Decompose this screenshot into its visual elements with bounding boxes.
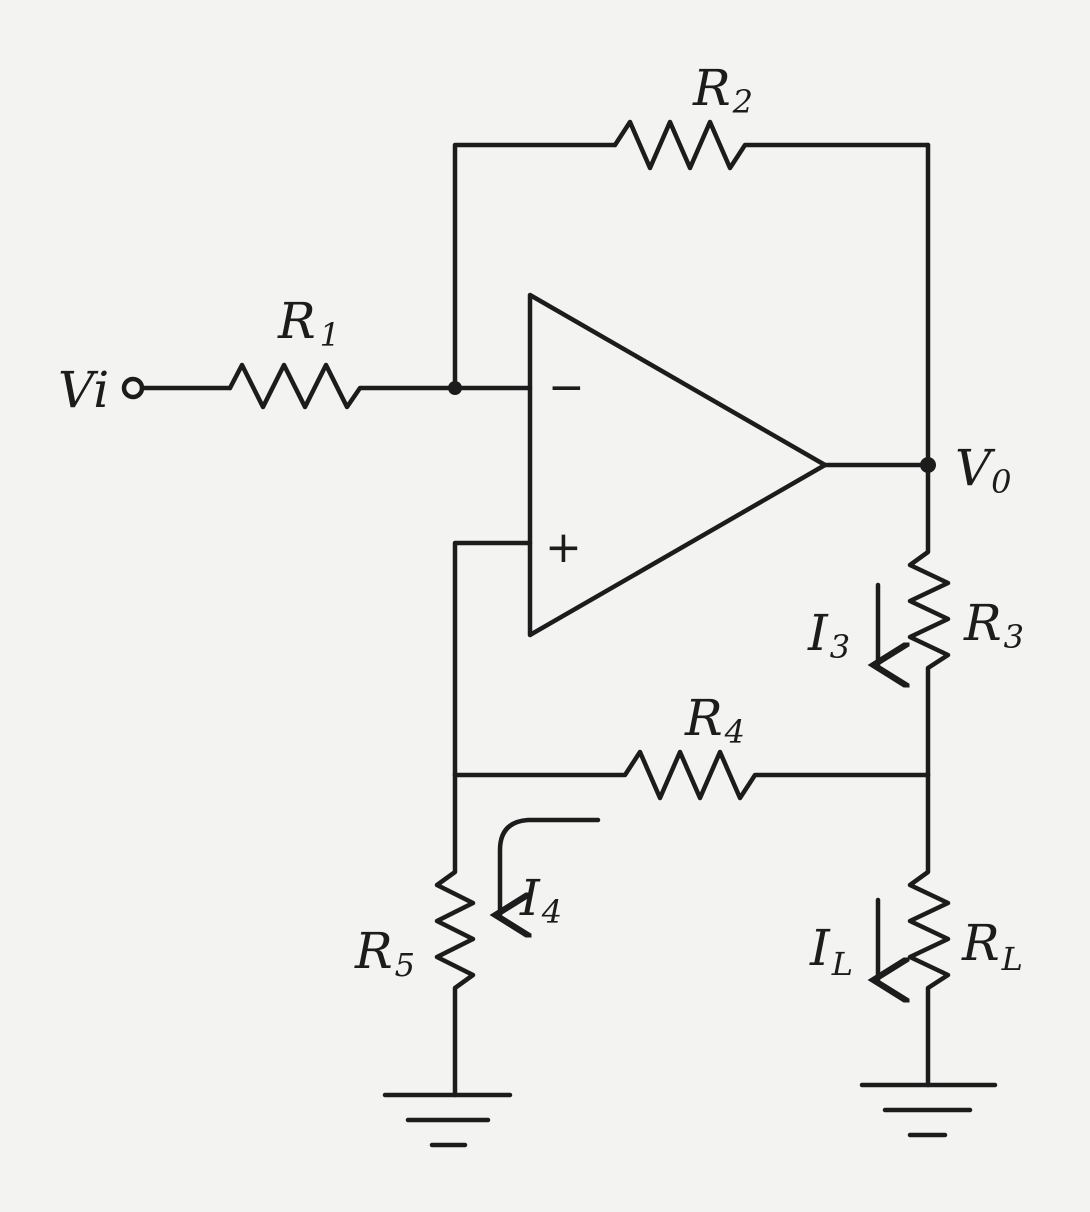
feedback-wire-left <box>452 142 618 391</box>
label-r4: R4 <box>684 689 745 751</box>
resistor-r2 <box>612 119 931 171</box>
ground-symbol-left <box>382 1092 513 1148</box>
arrow-i4 <box>500 817 601 915</box>
label-i3: I3 <box>807 604 850 666</box>
resistor-r4 <box>452 749 931 801</box>
label-r3: R3 <box>963 594 1024 656</box>
ground-symbol-right <box>859 1082 998 1138</box>
label-vi: Vi <box>58 361 109 419</box>
opamp-plus-sign: + <box>545 522 582 573</box>
input-terminal <box>121 376 145 400</box>
opamp-triangle <box>527 292 828 638</box>
resistor-rl <box>907 772 951 1088</box>
noninverting-wire <box>452 540 533 778</box>
label-i4: I4 <box>519 869 562 931</box>
resistor-r5 <box>434 772 476 1098</box>
label-rl: RL <box>961 914 1023 978</box>
resistor-r3 <box>907 462 951 778</box>
label-vo: V0 <box>955 439 1011 501</box>
label-r5: R5 <box>354 922 415 984</box>
label-il: IL <box>809 919 853 983</box>
label-r2: R2 <box>692 59 753 121</box>
opamp-minus-sign: − <box>548 362 585 413</box>
resistor-r1 <box>227 362 533 410</box>
